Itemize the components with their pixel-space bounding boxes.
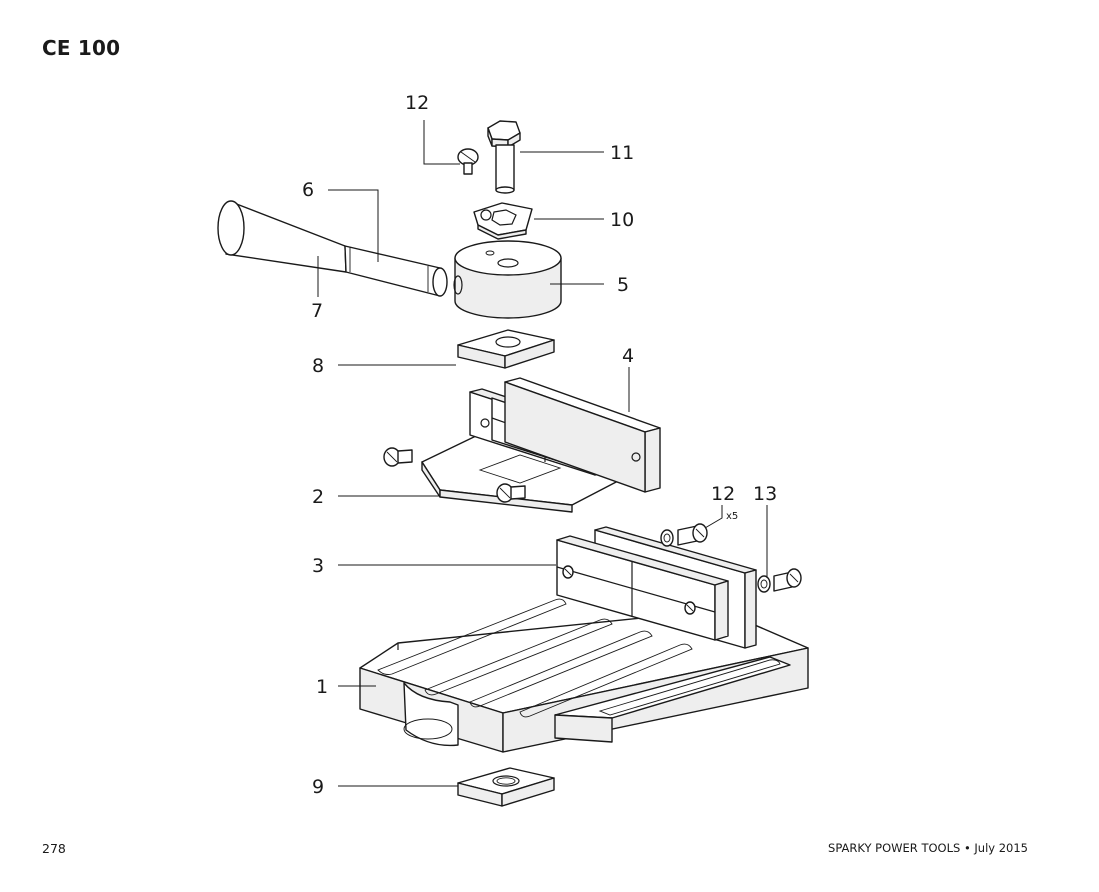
jaw-plate-part [504, 377, 661, 493]
callout-2: 2 [312, 486, 324, 508]
square-nut-upper-part [457, 329, 555, 369]
square-nut-part [457, 767, 555, 807]
callout-12-side: 12 [711, 483, 735, 505]
callout-7: 7 [311, 300, 323, 322]
footer-brand-line: SPARKY POWER TOOLS • July 2015 [828, 841, 1028, 855]
small-screw-12-part [457, 148, 479, 175]
callout-10: 10 [610, 209, 634, 231]
callout-13: 13 [753, 483, 777, 505]
side-screw-13-part [757, 568, 802, 593]
callout-3: 3 [312, 555, 324, 577]
callout-labels: 12 11 10 6 5 7 8 4 2 12 x5 13 3 1 9 [302, 92, 777, 798]
screw-left-part [383, 447, 413, 467]
leader-lines [317, 120, 768, 787]
hex-bolt-part [487, 120, 521, 194]
page-number: 278 [42, 841, 66, 856]
callout-12-top: 12 [405, 92, 429, 114]
callout-4: 4 [622, 345, 634, 367]
callout-6: 6 [302, 179, 314, 201]
lock-washer-part [473, 202, 533, 240]
callout-9: 9 [312, 776, 324, 798]
knob-cylinder-part [453, 240, 562, 319]
lower-vise-jaw-part [556, 526, 757, 649]
callout-1: 1 [316, 676, 328, 698]
base-plate-part [359, 598, 809, 753]
model-title: CE 100 [42, 36, 121, 60]
screw-center-part [496, 483, 526, 503]
callout-11: 11 [610, 142, 634, 164]
callout-8: 8 [312, 355, 324, 377]
handle-part [217, 200, 448, 297]
side-screw-12-part [660, 523, 708, 547]
callout-12-quantity: x5 [726, 511, 738, 522]
callout-5: 5 [617, 274, 629, 296]
